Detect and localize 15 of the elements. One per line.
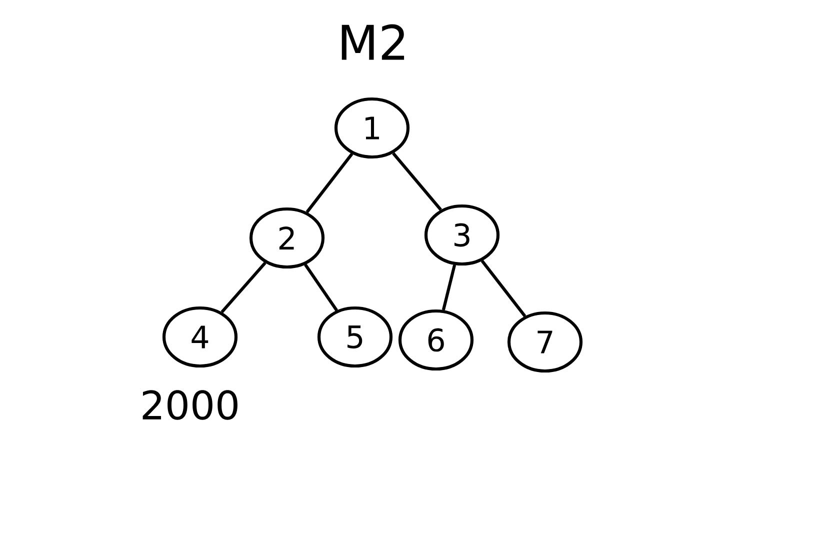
tree-node: 5	[317, 306, 393, 368]
edge-line	[306, 152, 354, 214]
title: M2	[342, 24, 404, 60]
edge-line	[480, 260, 526, 318]
tree-node: 3	[424, 204, 500, 266]
edge-line	[220, 262, 266, 314]
tree-node: 6	[398, 309, 474, 371]
tree-node: 2	[249, 207, 325, 269]
tree-node: 1	[334, 97, 410, 159]
edge-line	[392, 152, 442, 211]
number-label: 2000	[142, 390, 238, 420]
edge-line	[304, 264, 338, 312]
tree-node: 7	[507, 311, 583, 373]
tree-node: 4	[162, 306, 238, 368]
edge-line	[442, 264, 456, 310]
